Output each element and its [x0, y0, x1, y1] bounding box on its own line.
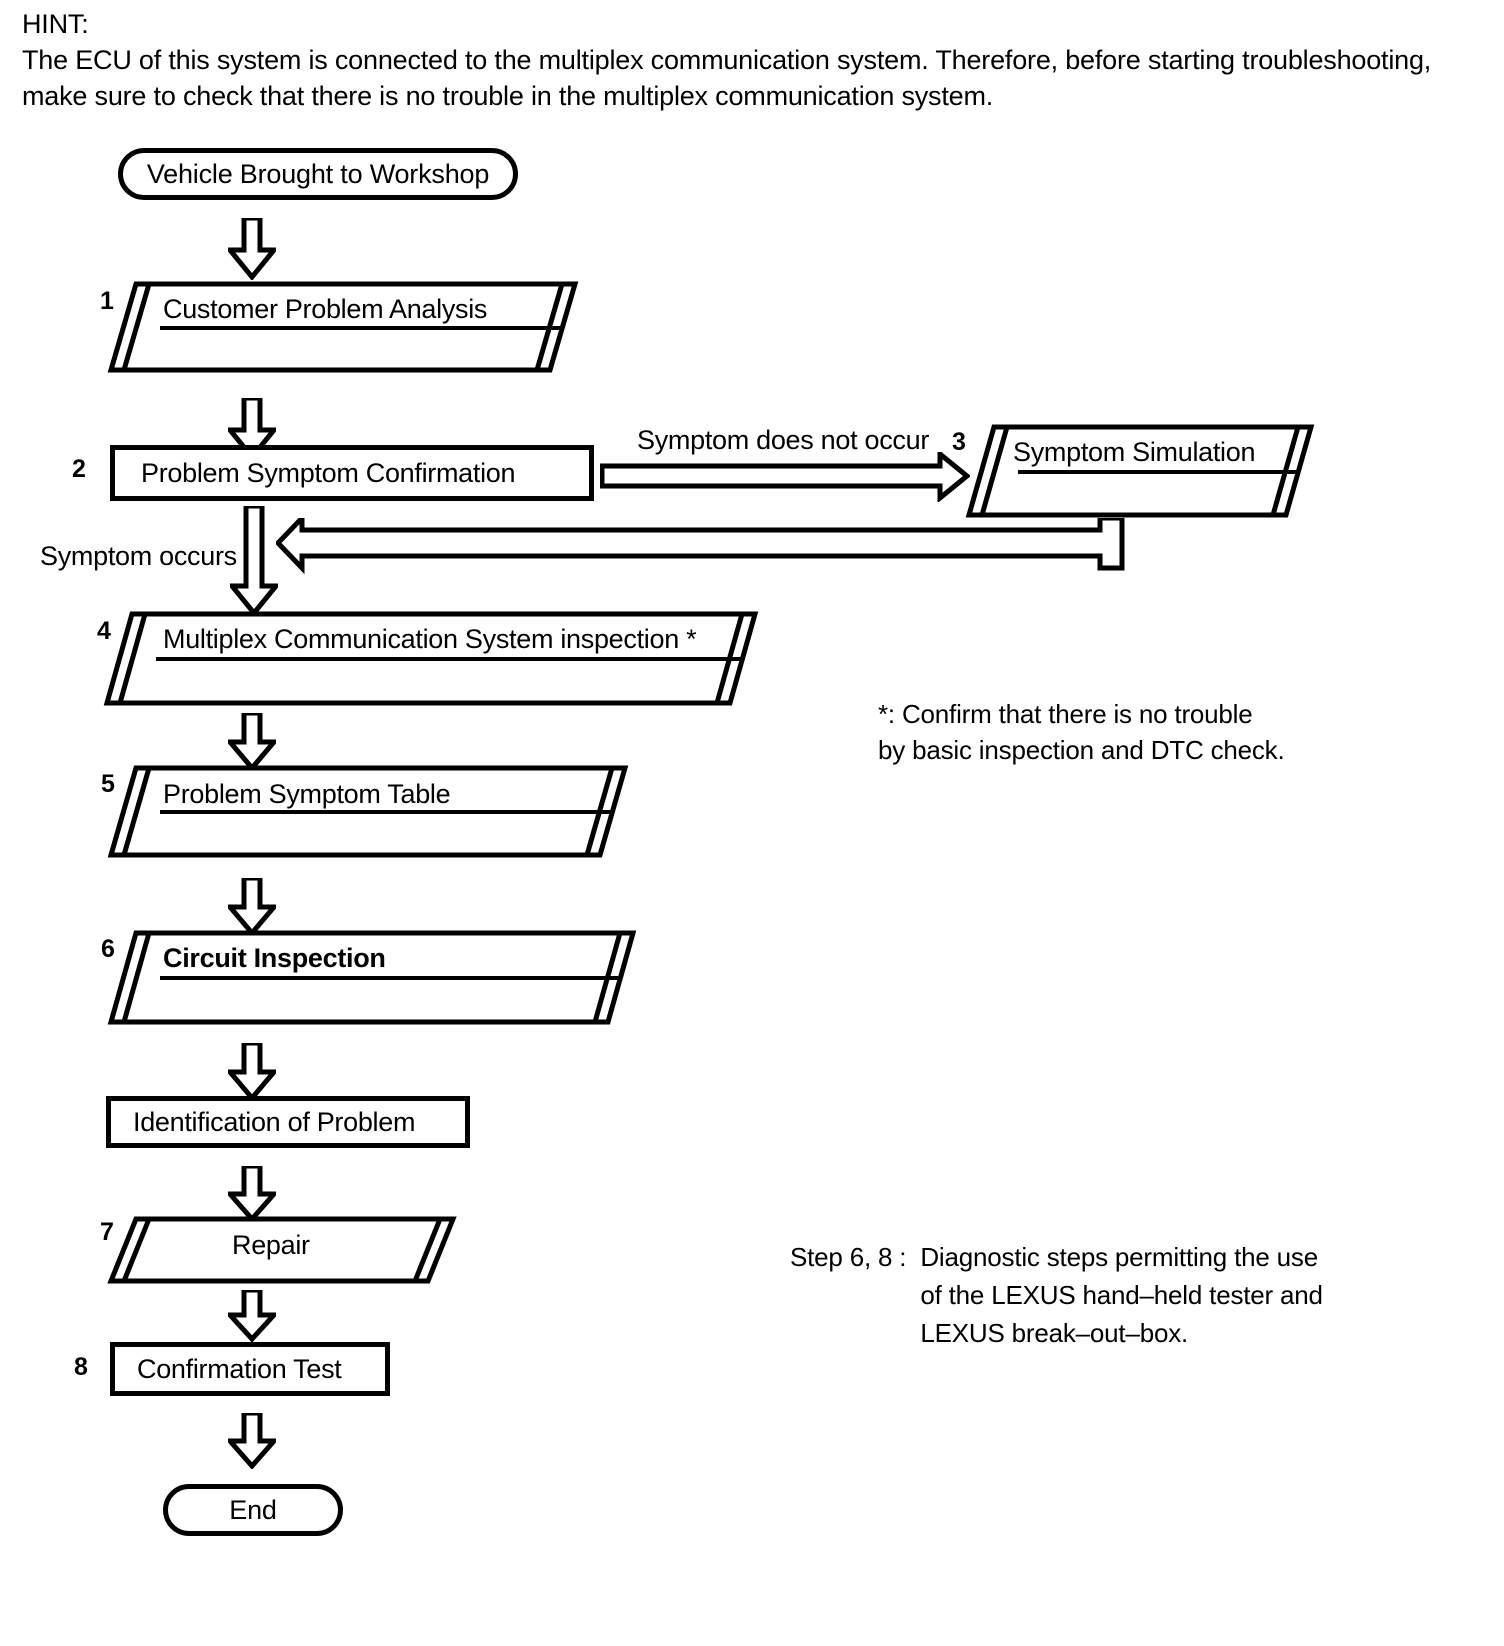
note-steps-key: Step 6, 8 :: [790, 1242, 907, 1272]
node-start-label: Vehicle Brought to Workshop: [146, 158, 490, 189]
edge-label-symptom-occurs: Symptom occurs: [40, 541, 237, 571]
node-identification-label: Identification of Problem: [133, 1106, 416, 1137]
note-steps-value: Diagnostic steps permitting the use of t…: [920, 1242, 1323, 1348]
node-2-rectangle[interactable]: Problem Symptom Confirmation: [110, 445, 594, 501]
node-3-label: Symptom Simulation: [1013, 437, 1256, 467]
arrow-confirmation-to-end: [228, 1413, 276, 1469]
edge-label-symptom-does-not-occur: Symptom does not occur: [637, 425, 930, 455]
note-asterisk: *: Confirm that there is no trouble by b…: [878, 699, 1285, 765]
arrow-repair-to-confirmation: [228, 1290, 276, 1342]
note-steps-6-8: Step 6, 8 : Diagnostic steps permitting …: [790, 1238, 1323, 1352]
hint-block: HINT: The ECU of this system is connecte…: [22, 6, 1442, 114]
arrow-identification-to-repair: [228, 1166, 276, 1222]
node-5-label: Problem Symptom Table: [163, 779, 451, 809]
feedback-path-3-to-main: [274, 511, 1136, 585]
node-3-document[interactable]: [965, 424, 1315, 518]
node-identification-rectangle[interactable]: Identification of Problem: [106, 1096, 470, 1148]
arrow-5-to-6: [228, 878, 276, 936]
node-1-document[interactable]: [107, 281, 579, 373]
arrow-start-to-1: [228, 218, 276, 280]
node-repair-parallelogram[interactable]: [107, 1216, 457, 1284]
hint-label: HINT:: [22, 9, 89, 39]
node-5-document[interactable]: [107, 765, 629, 858]
node-6-label: Circuit Inspection: [163, 943, 386, 973]
step-number-8: 8: [74, 1353, 88, 1381]
node-4-document[interactable]: [103, 611, 759, 706]
arrow-2-to-3: [599, 448, 971, 507]
hint-body: The ECU of this system is connected to t…: [22, 45, 1432, 111]
node-repair-label: Repair: [232, 1230, 310, 1260]
step-number-1: 1: [100, 287, 114, 315]
node-start-terminator[interactable]: Vehicle Brought to Workshop: [118, 148, 518, 200]
node-end-terminator[interactable]: End: [163, 1484, 343, 1536]
node-confirmation-rectangle[interactable]: Confirmation Test: [110, 1342, 390, 1396]
step-number-6: 6: [101, 935, 115, 963]
step-number-4: 4: [97, 617, 111, 645]
arrow-4-to-5: [228, 713, 276, 771]
step-number-3: 3: [952, 428, 966, 456]
node-confirmation-label: Confirmation Test: [137, 1353, 342, 1384]
node-4-label: Multiplex Communication System inspectio…: [163, 624, 697, 654]
node-2-label: Problem Symptom Confirmation: [141, 457, 516, 488]
node-6-document[interactable]: [107, 930, 637, 1025]
arrow-2-to-4: [230, 506, 278, 616]
step-number-5: 5: [101, 770, 115, 798]
node-end-label: End: [229, 1494, 277, 1525]
step-number-2: 2: [72, 455, 86, 483]
arrow-1-to-2: [228, 398, 276, 460]
step-number-7: 7: [100, 1218, 114, 1246]
arrow-6-to-identification: [228, 1043, 276, 1101]
node-1-label: Customer Problem Analysis: [163, 294, 488, 324]
